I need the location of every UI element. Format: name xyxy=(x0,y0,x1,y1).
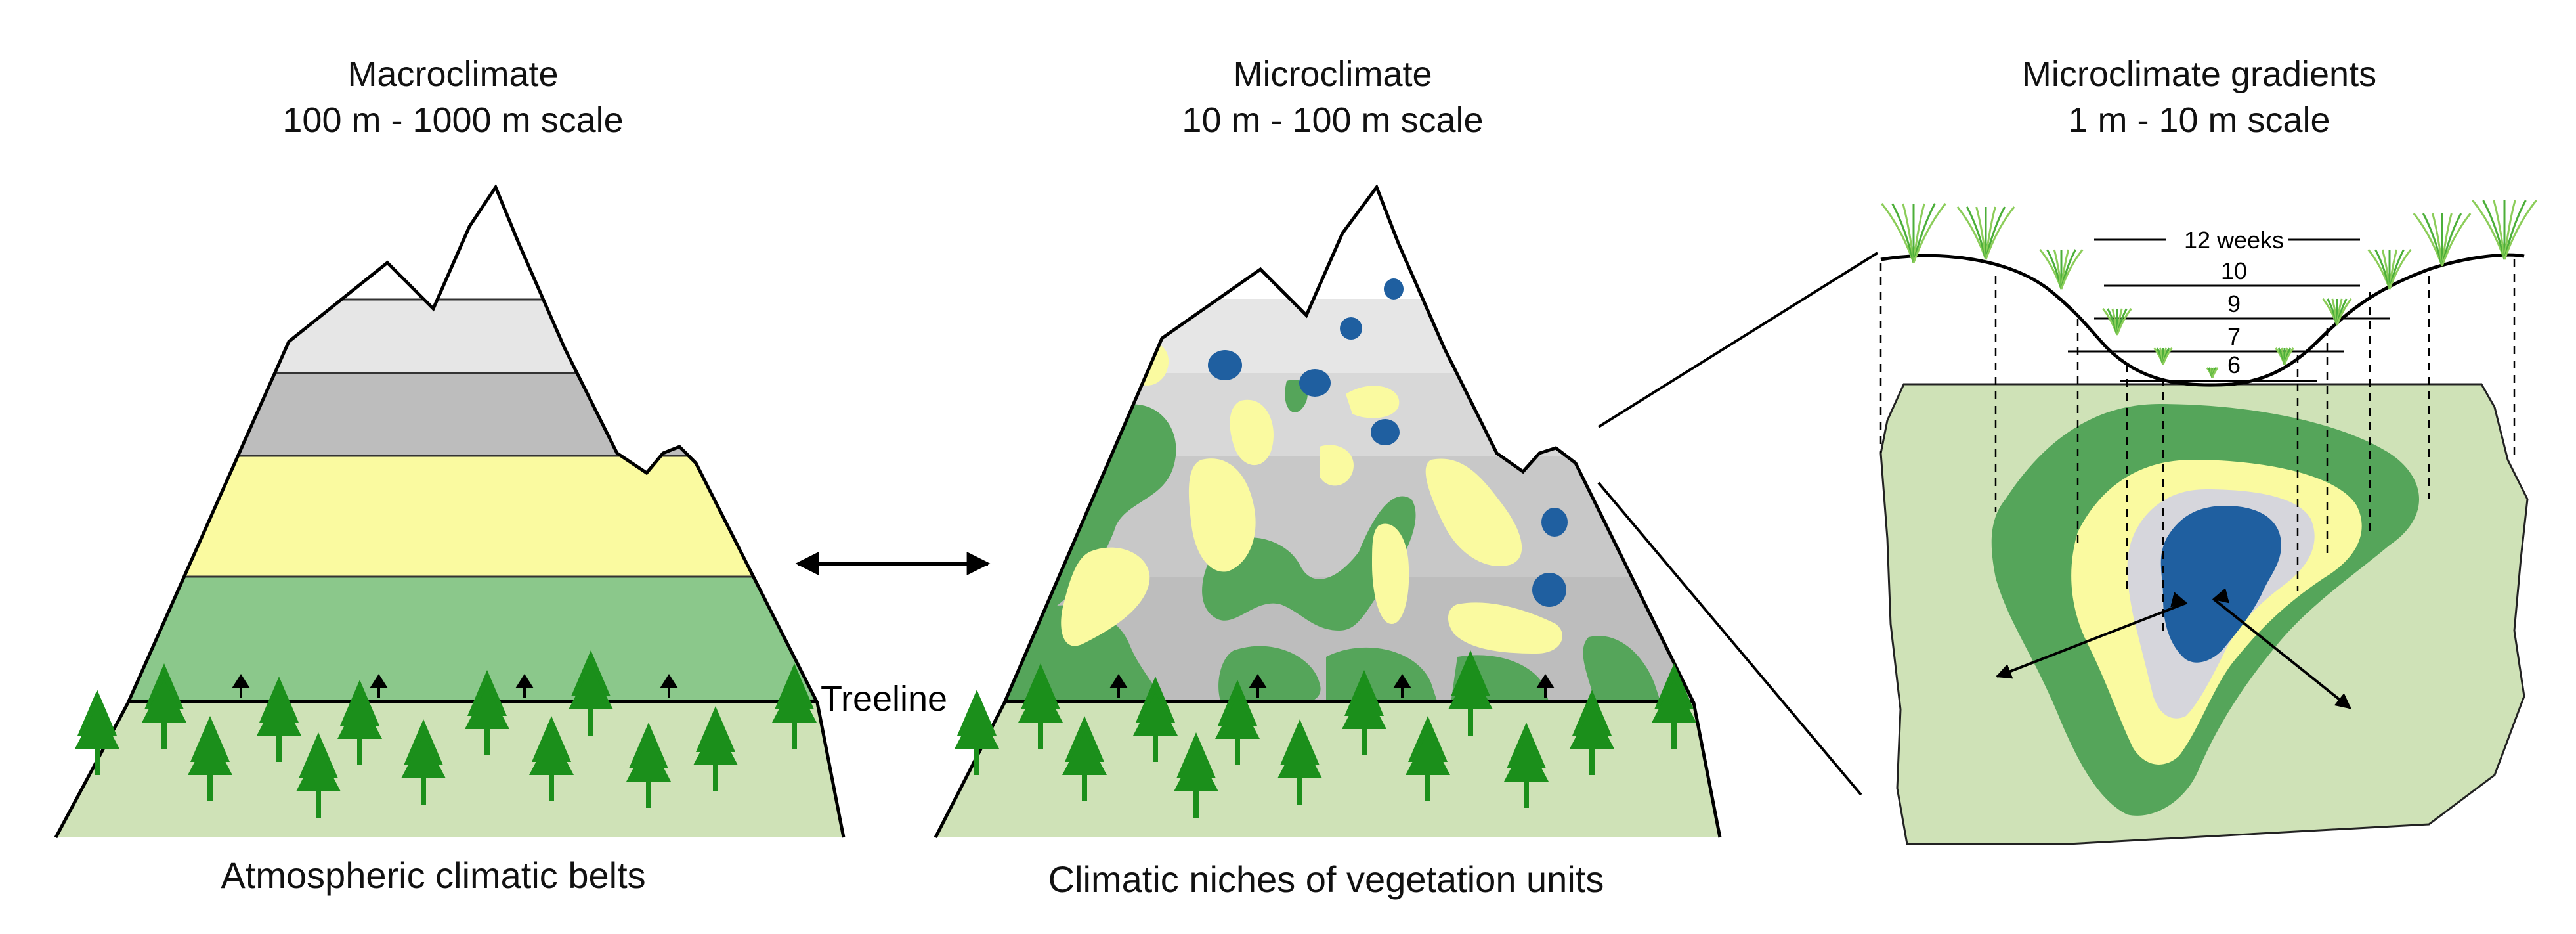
tree-icon xyxy=(693,706,738,791)
panel2-title-line1: Microclimate xyxy=(1233,55,1432,94)
tree-icon xyxy=(1342,670,1386,755)
snowbed-pond xyxy=(2160,506,2281,663)
grass-tuft-icon xyxy=(2102,308,2132,336)
grass-tuft-icon xyxy=(2206,367,2219,378)
tree-icon xyxy=(626,723,671,808)
snow-weeks-12: 12 weeks xyxy=(2184,227,2284,254)
tree-icon xyxy=(1215,680,1260,765)
tree-icon xyxy=(1406,716,1450,801)
tree-icon xyxy=(75,690,119,775)
tree-icon xyxy=(1062,716,1107,801)
belt-mid-gray xyxy=(56,373,844,457)
tree-icon xyxy=(1018,663,1063,749)
panel1-caption: Atmospheric climatic belts xyxy=(221,855,646,896)
mountain-outline-2 xyxy=(934,183,1722,839)
gradient-arrow-right xyxy=(2212,598,2351,709)
tree-icon xyxy=(296,732,341,818)
tree-icon xyxy=(1570,690,1614,775)
forest-trees xyxy=(75,650,1696,818)
zoom-line-top xyxy=(1597,252,1879,428)
tree-icon xyxy=(569,650,613,736)
grass-tuft-icon xyxy=(2039,249,2084,290)
treeline-markers-2 xyxy=(1109,674,1555,698)
grass-tuft-icon xyxy=(2367,249,2412,290)
tree-icon xyxy=(1174,732,1218,818)
tree-icon xyxy=(1652,663,1696,749)
zoom-line-bottom xyxy=(1597,481,1862,796)
grass-tuft-icon xyxy=(2153,347,2173,365)
belt-green xyxy=(56,577,844,703)
snow-weeks-7: 7 xyxy=(2227,323,2241,350)
water-ponds xyxy=(1208,278,1568,607)
tree-icon xyxy=(1277,719,1322,805)
panel1-title-line2: 100 m - 1000 m scale xyxy=(282,100,624,140)
grass-tuft-icon xyxy=(1881,203,1946,263)
grass-tufts xyxy=(1881,200,2537,378)
snowbed-gradient-map xyxy=(1879,383,2529,845)
tree-icon xyxy=(529,716,574,801)
grass-tuft-icon xyxy=(2322,298,2352,326)
panel2-title: Microclimate 10 m - 100 m scale xyxy=(1063,51,1602,143)
tree-icon xyxy=(337,680,382,765)
tree-icon xyxy=(772,663,817,749)
tree-icon xyxy=(401,719,446,805)
grass-tuft-icon xyxy=(2275,347,2294,365)
tree-icon xyxy=(465,670,509,755)
snow-weeks-9: 9 xyxy=(2227,290,2241,317)
treeline-label: Treeline xyxy=(821,679,947,719)
panel3-title-line1: Microclimate gradients xyxy=(2021,55,2377,94)
tree-icon xyxy=(142,663,186,749)
snow-weeks-10: 10 xyxy=(2221,257,2247,284)
panel1-title: Macroclimate 100 m - 1000 m scale xyxy=(184,51,722,143)
belt-light-gray xyxy=(56,299,844,374)
panel1-title-line1: Macroclimate xyxy=(347,55,559,94)
tree-icon xyxy=(1448,650,1493,736)
treeline-markers xyxy=(232,674,678,698)
panel3-title: Microclimate gradients 1 m - 10 m scale xyxy=(1930,51,2468,143)
tree-icon xyxy=(188,716,232,801)
macroclimate-mountain xyxy=(54,183,846,839)
belt-snow xyxy=(56,187,844,302)
snow-profile: 12 weeks 10 9 7 6 xyxy=(1879,200,2537,631)
snow-weeks-6: 6 xyxy=(2227,351,2241,378)
gradient-arrow-left xyxy=(1995,602,2187,679)
mountain-outline xyxy=(54,183,846,839)
tree-icon xyxy=(1504,723,1549,808)
panel3-title-line2: 1 m - 10 m scale xyxy=(2068,100,2330,140)
panel2-title-line2: 10 m - 100 m scale xyxy=(1182,100,1484,140)
vegetation-patches-yellow xyxy=(1061,341,1562,654)
grass-tuft-icon xyxy=(1956,206,2015,260)
belt-yellow xyxy=(56,456,844,578)
projection-lines xyxy=(1879,259,2516,631)
grass-tuft-icon xyxy=(2413,213,2472,267)
tree-icon xyxy=(955,690,999,775)
tree-icon xyxy=(1133,677,1178,762)
tree-icon xyxy=(257,677,301,762)
panel2-caption: Climatic niches of vegetation units xyxy=(1048,858,1604,900)
grass-tuft-icon xyxy=(2472,200,2537,260)
snow-profile-curve xyxy=(1880,253,2525,387)
